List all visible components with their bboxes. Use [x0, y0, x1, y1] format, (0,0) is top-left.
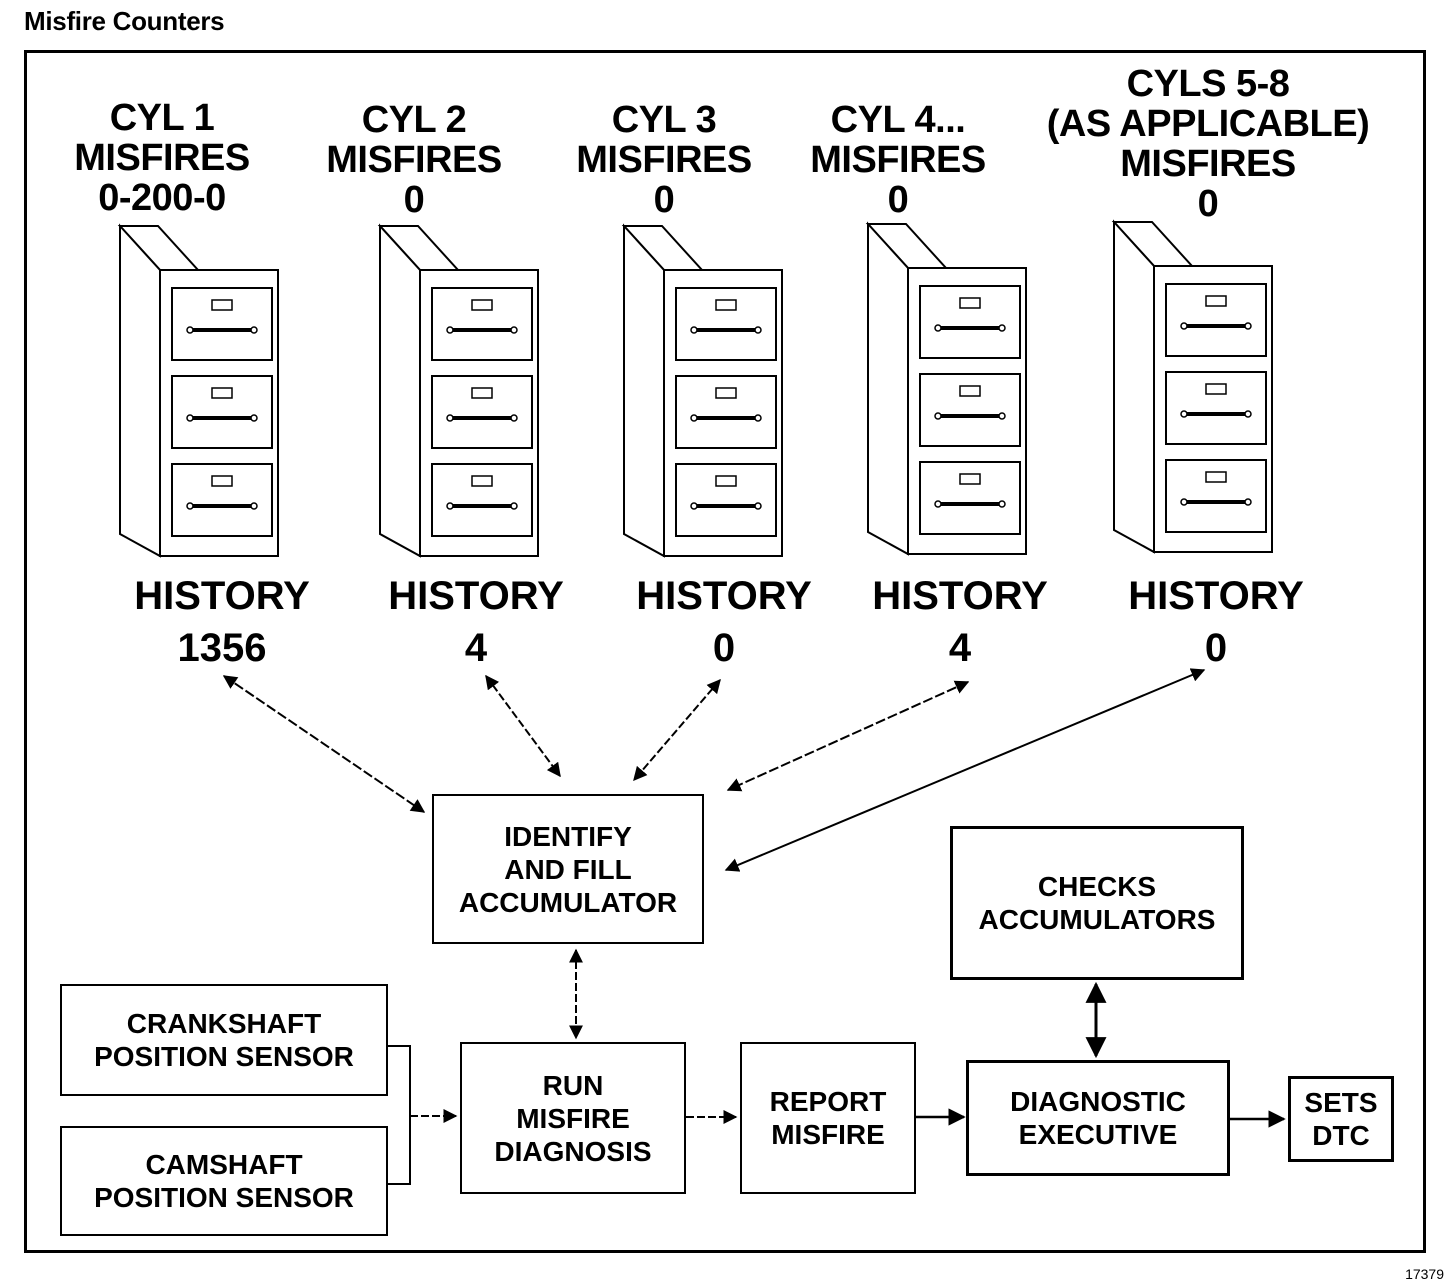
diagnostic-executive-box: DIAGNOSTIC EXECUTIVE [966, 1060, 1230, 1176]
cylinder-4-link-arrow [726, 680, 970, 792]
accumulator-line-1: IDENTIFY [504, 820, 632, 852]
diagram-frame [24, 50, 1426, 1253]
crankshaft-sensor-box: CRANKSHAFT POSITION SENSOR [60, 984, 388, 1096]
cylinder-4-cabinet-icon [866, 222, 1028, 556]
cylinder-3-cabinet-icon [622, 224, 784, 558]
cylinder-3-history-label: HISTORY [636, 574, 812, 618]
cylinder-1-history: HISTORY 1356 [72, 570, 372, 674]
cylinder-2-misfire-count: 0 [403, 179, 425, 221]
cylinder-3-misfires-label: MISFIRES [576, 139, 752, 181]
cylinders-5-8-history: HISTORY 0 [1066, 570, 1366, 674]
cylinder-4-history-value: 4 [948, 626, 972, 670]
crankshaft-line-1: CRANKSHAFT [126, 1008, 322, 1039]
checks-line-1: CHECKS [1037, 871, 1157, 902]
cylinder-4-misfires-label: MISFIRES [810, 139, 986, 181]
cylinder-2-history-value: 4 [464, 626, 488, 670]
report-line-1: REPORT [769, 1086, 887, 1117]
identify-fill-accumulator-box: IDENTIFY AND FILL ACCUMULATOR [432, 794, 704, 944]
cylinder-2-misfires-label: MISFIRES [326, 139, 502, 181]
cylinder-2-history: HISTORY 4 [326, 570, 626, 674]
executive-line-1: DIAGNOSTIC [1010, 1086, 1186, 1117]
cylinder-1-cabinet-icon [118, 224, 280, 558]
cylinder-3-history-value: 0 [712, 626, 736, 670]
report-misfire-box: REPORT MISFIRE [740, 1042, 916, 1194]
executive-line-2: EXECUTIVE [1018, 1119, 1178, 1150]
dtc-line-2: DTC [1312, 1120, 1370, 1151]
cylinders-5-8-header: CYLS 5-8 (AS APPLICABLE) MISFIRES 0 [1028, 64, 1388, 224]
cylinder-3-header: CYL 3 MISFIRES 0 [484, 100, 844, 220]
cylinders-5-8-misfires-label: MISFIRES [1120, 143, 1296, 185]
cylinder-2-name: CYL 2 [361, 99, 467, 141]
cylinders-5-8-history-value: 0 [1204, 626, 1228, 670]
cylinder-3-history: HISTORY 0 [574, 570, 874, 674]
camshaft-sensor-box: CAMSHAFT POSITION SENSOR [60, 1126, 388, 1236]
camshaft-line-2: POSITION SENSOR [94, 1182, 354, 1213]
camshaft-line-1: CAMSHAFT [145, 1149, 303, 1180]
accumulator-line-2: AND FILL [504, 853, 632, 885]
cylinders-5-8-qualifier: (AS APPLICABLE) [1046, 103, 1370, 145]
cylinder-3-name: CYL 3 [611, 99, 717, 141]
run-line-1: RUN [542, 1069, 604, 1101]
cylinder-4-history-label: HISTORY [872, 574, 1048, 618]
cylinder-1-misfires-label: MISFIRES [74, 137, 250, 179]
checks-accumulators-box: CHECKS ACCUMULATORS [950, 826, 1244, 980]
cylinder-2-cabinet-icon [378, 224, 540, 558]
cylinder-2-link-arrow [485, 674, 561, 778]
page-title: Misfire Counters [24, 6, 225, 36]
cylinders-5-8-cabinet-icon [1112, 220, 1274, 554]
run-misfire-diagnosis-box: RUN MISFIRE DIAGNOSIS [460, 1042, 686, 1194]
accumulator-line-3: ACCUMULATOR [458, 886, 678, 918]
cylinder-1-history-label: HISTORY [134, 574, 310, 618]
cylinder-1-name: CYL 1 [109, 97, 215, 139]
cylinder-4-name: CYL 4... [830, 99, 966, 141]
cylinder-3-link-arrow [633, 678, 721, 782]
cylinder-1-link-arrow [222, 675, 426, 813]
run-line-2: MISFIRE [516, 1102, 630, 1134]
cylinder-2-history-label: HISTORY [388, 574, 564, 618]
checks-line-2: ACCUMULATORS [978, 904, 1216, 935]
figure-number: 17379 [1405, 1266, 1444, 1282]
cylinder-4-history: HISTORY 4 [810, 570, 1110, 674]
dtc-line-1: SETS [1304, 1087, 1378, 1118]
cylinder-3-misfire-count: 0 [653, 179, 675, 221]
cylinder-1-header: CYL 1 MISFIRES 0-200-0 [0, 98, 342, 218]
cylinder-1-history-value: 1356 [177, 626, 267, 670]
sensor-bracket [386, 1045, 411, 1185]
cylinders-5-8-link-arrow [724, 668, 1206, 872]
cylinders-5-8-name: CYLS 5-8 [1126, 63, 1290, 105]
report-line-2: MISFIRE [771, 1119, 885, 1150]
cylinder-2-header: CYL 2 MISFIRES 0 [234, 100, 594, 220]
sets-dtc-box: SETS DTC [1288, 1076, 1394, 1162]
cylinders-5-8-misfire-count: 0 [1197, 183, 1219, 225]
cylinder-4-header: CYL 4... MISFIRES 0 [718, 100, 1078, 220]
cylinders-5-8-history-label: HISTORY [1128, 574, 1304, 618]
run-line-3: DIAGNOSIS [494, 1135, 652, 1167]
crankshaft-line-2: POSITION SENSOR [94, 1041, 354, 1072]
cylinder-1-misfire-count: 0-200-0 [98, 177, 226, 219]
cylinder-4-misfire-count: 0 [887, 179, 909, 221]
